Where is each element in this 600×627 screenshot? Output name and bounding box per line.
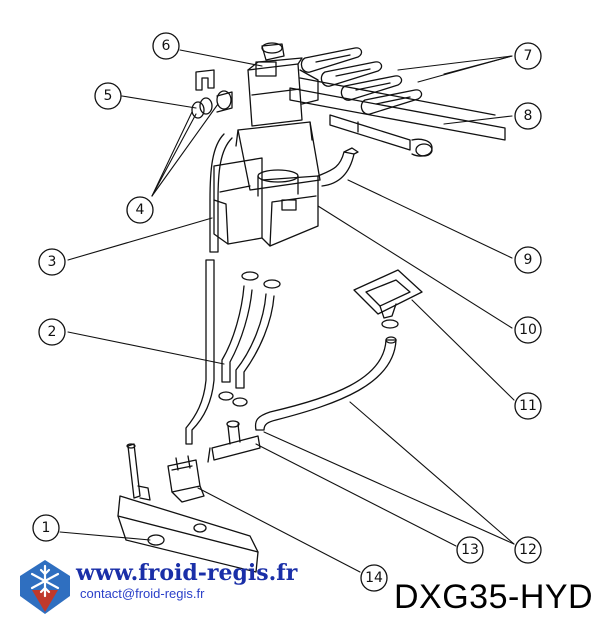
fittings: [191, 90, 233, 119]
solenoid-valve: [167, 455, 205, 503]
callout-label-13: 13: [461, 542, 479, 558]
curved-hose: [254, 336, 397, 431]
callout-label-3: 3: [48, 254, 57, 270]
callout-label-11: 11: [519, 398, 537, 414]
leader-lines: [59, 49, 515, 573]
pump-tank: [213, 121, 321, 247]
callout-circle-13: [456, 536, 484, 564]
callout-label-9: 9: [524, 252, 533, 268]
model-code: DXG35-HYD: [394, 578, 594, 616]
drain-funnel: [353, 269, 423, 329]
callout-label-5: 5: [104, 88, 113, 104]
callout-circle-11: [514, 392, 542, 420]
callout-label-12: 12: [519, 542, 537, 558]
callout-circle-14: [360, 564, 388, 592]
callout-circle-1: [32, 514, 60, 542]
callout-label-2: 2: [48, 324, 57, 340]
callout-label-4: 4: [136, 202, 145, 218]
callout-circle-12: [514, 536, 542, 564]
callout-circle-4: [126, 196, 154, 224]
callout-label-14: 14: [365, 570, 383, 586]
twin-hoses: [218, 271, 281, 407]
distributor-rail: [289, 77, 506, 157]
froid-regis-logo: [20, 560, 70, 614]
callout-circle-10: [514, 316, 542, 344]
clip-part: [195, 69, 215, 91]
nozzle-arms: [300, 47, 423, 115]
callout-circle-7: [514, 42, 542, 70]
base-bracket: [117, 443, 259, 573]
callout-label-10: 10: [519, 322, 537, 338]
long-tube: [185, 133, 233, 445]
tee-fitting: [207, 420, 261, 463]
callout-label-7: 7: [524, 48, 533, 64]
pump-motor: [247, 42, 319, 127]
contact-email[interactable]: contact@froid-regis.fr: [80, 586, 205, 601]
website-url[interactable]: www.froid-regis.fr: [76, 560, 298, 586]
callout-circle-8: [514, 102, 542, 130]
callout-circle-5: [94, 82, 122, 110]
callout-label-8: 8: [524, 108, 533, 124]
callout-circle-6: [152, 32, 180, 60]
callout-circle-2: [38, 318, 66, 346]
callout-circle-3: [38, 248, 66, 276]
callout-label-6: 6: [162, 38, 171, 54]
callout-label-1: 1: [42, 520, 51, 536]
callout-circle-9: [514, 246, 542, 274]
elbow-hose: [317, 147, 359, 187]
